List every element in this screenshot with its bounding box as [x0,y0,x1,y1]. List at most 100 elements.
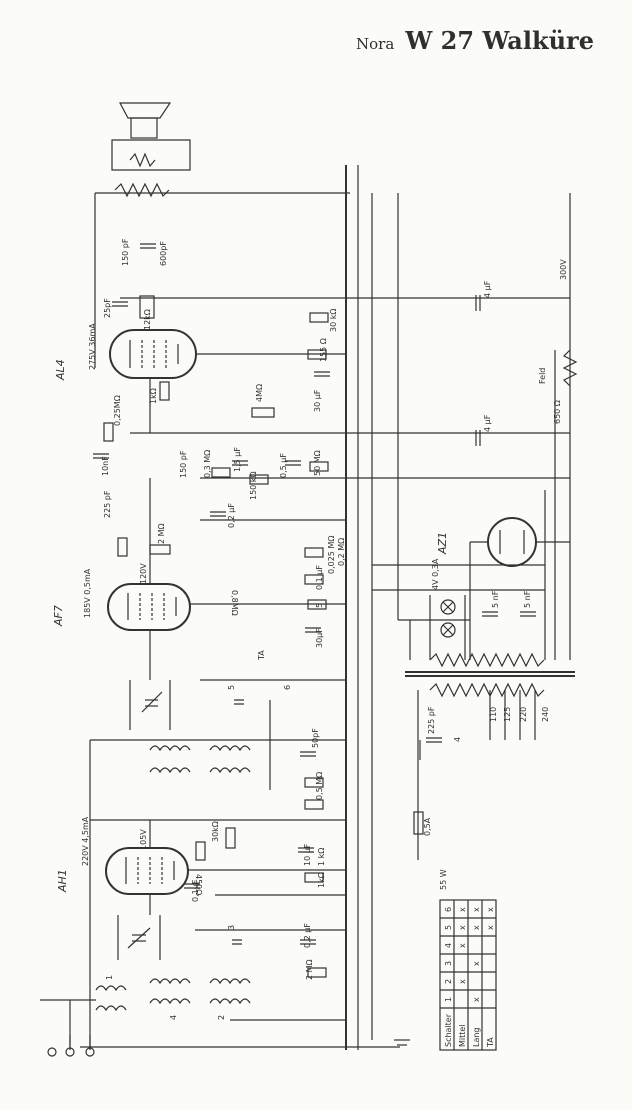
wiring [40,378,545,1057]
label-sw-3: 3 [227,925,236,930]
label-c-150pf-2: 150 pF [179,450,188,478]
label-r-1k-ah1: 1 kΩ [317,848,326,866]
tube-label-al4: AL4 [54,359,67,381]
switch-header-1: 1 [444,997,453,1002]
switch-mark: x [458,907,467,912]
switch-mark: x [486,907,495,912]
label-c-05uf: 0,5 μF [279,453,288,478]
al4-tube [109,329,346,379]
power-transformer [405,652,575,860]
label-r-155: 155 Ω [319,338,328,362]
label-r-150k: 150 kΩ [249,471,258,500]
af7-tube [107,583,346,631]
label-r-05m: 0,5 MΩ [315,772,324,800]
label-c-600pf: 600pF [159,241,168,266]
label-c-30uf: 30 μF [313,389,322,412]
label-ah1-current: 220V 4,5mA [81,816,90,866]
tube-label-az1: AZ1 [436,532,449,555]
label-r-2m-b: 2 MΩ [305,959,314,980]
label-af7-volt: 120V [139,563,148,584]
brand-name: Nora [356,35,395,53]
label-c-4uf-mid: 4 μF [483,414,492,432]
label-r-08m: 0,8MΩ [230,590,239,616]
label-c-30uf-af7: 30μF [315,628,324,648]
label-sw-2: 2 [217,1015,226,1020]
capacitors [93,243,536,945]
switch-row-label-2: TA [486,1037,495,1048]
label-r-450: 450Ω [194,874,203,895]
label-fuse: 0,5A [423,817,432,836]
switch-header-2: 2 [444,979,453,984]
switch-header-4: 4 [444,943,453,948]
label-field: Feld [538,368,547,384]
label-c-50pf: 50pF [311,728,320,748]
ground-rail [80,165,410,1050]
label-c-5nf-a: 5 nF [491,590,500,608]
label-sw-5: 5 [227,685,236,690]
ah1-tube [105,847,346,895]
label-af7-current: 185V 0,5mA [83,568,92,618]
output-transformer [94,182,350,368]
label-r-650: 650 Ω [553,400,562,424]
switch-header-6: 6 [444,907,453,912]
switch-mark: x [486,925,495,930]
label-r-1k: 1kΩ [149,388,158,404]
label-r-5: 5 [315,603,324,608]
label-tap-240: 240 [541,707,550,722]
label-v-300: 300V [559,259,568,280]
tube-label-af7: AF7 [52,605,65,627]
field-coil [562,349,578,387]
switch-header-label: Schalter [444,1013,453,1047]
speaker-symbol [111,102,191,171]
label-ta: TA [257,650,266,661]
switch-mark: x [458,979,467,984]
label-r-02m: 0,2 MΩ [337,538,346,566]
switch-mark: x [458,943,467,948]
label-sw-6: 6 [283,685,292,690]
label-r-0025m: 0,025 MΩ [327,536,336,574]
label-tap-220: 220 [519,707,528,722]
tube-label-ah1: AH1 [56,869,69,893]
label-c-4uf-top: 4 μF [483,280,492,298]
label-tap-125: 125 [503,707,512,722]
switch-row-label-0: Mittel [458,1024,467,1047]
switch-mark: x [472,997,481,1002]
switch-table: Schalter 1 2 3 4 5 6 Mittel Lang TA x x … [439,899,497,1051]
label-c-01uf-ah1: 0,1μF [191,879,200,902]
switch-mark: x [472,925,481,930]
label-c-10nf: 10nF [101,456,110,476]
label-r-03m: 0,3 MΩ [203,450,212,478]
label-r-4m: 4MΩ [255,384,264,402]
label-ah1-volt: 105V [139,829,148,850]
label-c-15uf: 1,5 μF [233,447,242,472]
label-c-25pf: 25pF [103,298,112,318]
label-r-1k-small: 1kΩ [317,872,326,888]
tuning-capacitors [117,680,171,960]
model-name: W 27 Walküre [405,26,594,55]
switch-header-3: 3 [444,961,453,966]
supply-rails [120,165,571,1050]
switch-header-5: 5 [444,925,453,930]
resistors [103,295,424,978]
label-sw-4: 4 [169,1015,178,1020]
label-lamp: 4V 0,3A [431,558,440,590]
pilot-lamps [429,595,466,660]
label-tap-110: 110 [489,707,498,722]
switch-mark: x [472,907,481,912]
label-r-2m: 2 MΩ [157,523,166,544]
label-r-30k: 30 kΩ [329,309,338,332]
label-r-12k: 12kΩ [143,309,152,330]
schematic-title: Nora W 27 Walküre [356,26,594,55]
label-r-30k-ah1: 30kΩ [211,821,220,842]
label-c-225pf-b: 225 pF [427,706,436,734]
label-r-025m: 0,25MΩ [113,395,122,426]
label-c-02uf-b: 0,2 μF [303,923,312,948]
rf-coils [95,745,251,1012]
label-r-50m: 50 MΩ [313,450,322,476]
label-sw-1: 1 [105,975,114,980]
label-c-02uf: 0,2 μF [227,503,236,528]
switch-row-label-1: Lang [472,1027,481,1047]
label-c-150pf: 150 pF [121,238,130,266]
